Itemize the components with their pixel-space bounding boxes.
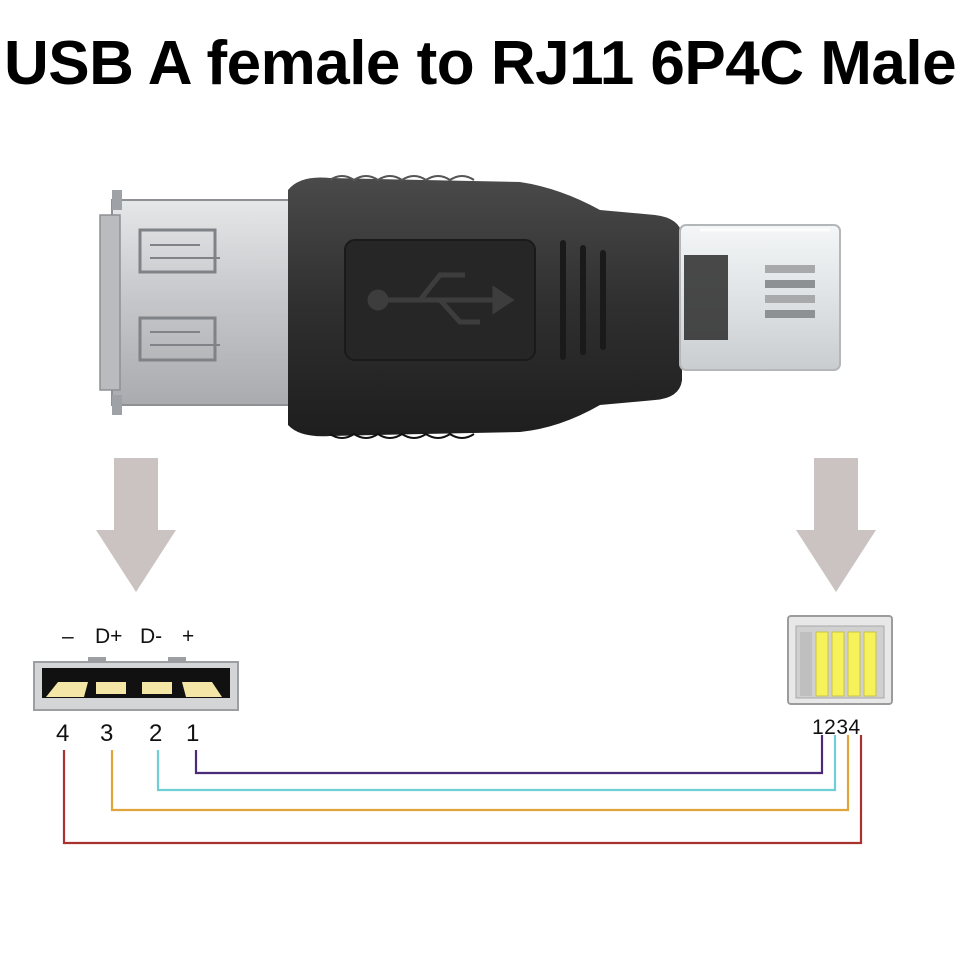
usb-logo-icon: [367, 272, 515, 325]
rj11-plug: [679, 224, 841, 371]
wire-pin3: [110, 735, 850, 812]
arrow-down-icon: [796, 458, 876, 592]
usb-signal-label: D-: [140, 625, 163, 648]
usb-a-female-shell: [99, 190, 303, 415]
wire-pin1: [194, 735, 824, 775]
usb-signal-label: +: [182, 625, 195, 648]
usb-pin-number: 1: [186, 720, 200, 747]
rj11-pin-numbers: 1234: [812, 716, 861, 739]
usb-signal-label: D+: [95, 625, 123, 648]
wire-pin2: [156, 735, 837, 792]
rj11-connector-face: [787, 615, 893, 705]
adapter-body: [288, 175, 682, 439]
usb-pin-number: 2: [149, 720, 163, 747]
wire-pin4: [62, 735, 863, 845]
wiring: [62, 735, 863, 845]
page-title: USB A female to RJ11 6P4C Male: [3, 29, 957, 98]
usb-a-connector-face: [33, 657, 239, 711]
usb-signal-label: –: [62, 625, 74, 648]
usb-pin-number: 3: [100, 720, 114, 747]
arrow-down-icon: [96, 458, 176, 592]
usb-pin-number: 4: [56, 720, 70, 747]
